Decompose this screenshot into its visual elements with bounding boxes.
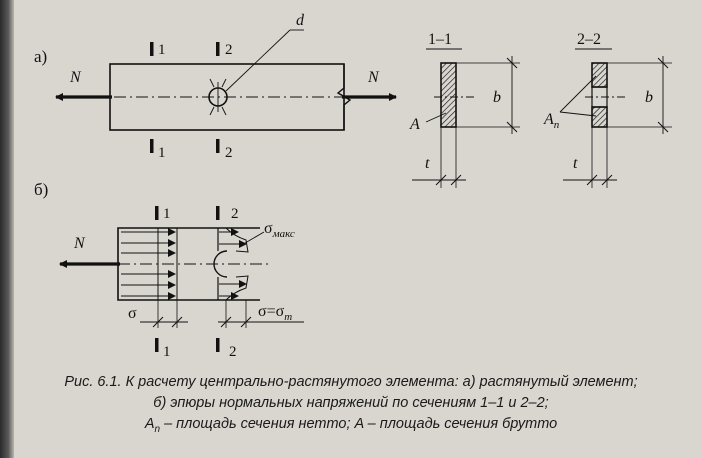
section-1-top-label-b: 1 — [163, 206, 171, 222]
section-2-2-width-label: b — [645, 89, 653, 106]
tension-element-a: d N N 1 1 2 2 — [55, 12, 400, 161]
caption-line-1: Рис. 6.1. К расчету центрально-растянуто… — [64, 374, 638, 390]
section-1-1-title: 1–1 — [428, 31, 452, 48]
sigma-mean-label: σ=σm — [258, 303, 292, 323]
section-2-top-label: 2 — [225, 42, 233, 58]
cross-section-1-1: 1–1 b t A — [409, 31, 520, 188]
section-1-bottom-label-b: 1 — [163, 344, 171, 360]
net-area-label: An — [543, 111, 560, 131]
section-1-1-width-label: b — [493, 89, 501, 106]
sigma-max-label: σмакс — [264, 220, 295, 240]
force-label-left: N — [69, 69, 82, 86]
stress-diagram-b: N σмакс 1 2 1 2 σ σ=σm — [59, 206, 304, 360]
cross-section-2-2: 2–2 b t An — [543, 31, 672, 188]
force-label-right: N — [367, 69, 380, 86]
caption-line-3: An – площадь сечения нетто; A – площадь … — [144, 416, 558, 435]
section-1-top-label: 1 — [158, 42, 166, 58]
section-2-bottom-label-b: 2 — [229, 344, 237, 360]
section-2-top-label-b: 2 — [231, 206, 239, 222]
section-1-bottom-label: 1 — [158, 145, 166, 161]
part-b-label: б) — [34, 180, 48, 199]
part-a-label: а) — [34, 47, 47, 66]
gross-area-label: A — [409, 116, 420, 133]
section-1-1-thickness-label: t — [425, 155, 430, 172]
section-2-bottom-label: 2 — [225, 145, 233, 161]
caption-line-2: б) эпюры нормальных напряжений по сечени… — [153, 395, 549, 411]
figure-caption: Рис. 6.1. К расчету центрально-растянуто… — [0, 372, 702, 440]
section-2-2-title: 2–2 — [577, 31, 601, 48]
force-label-b: N — [73, 235, 86, 252]
section-2-2-thickness-label: t — [573, 155, 578, 172]
hole-diameter-label: d — [296, 12, 305, 29]
sigma-label: σ — [128, 305, 137, 322]
